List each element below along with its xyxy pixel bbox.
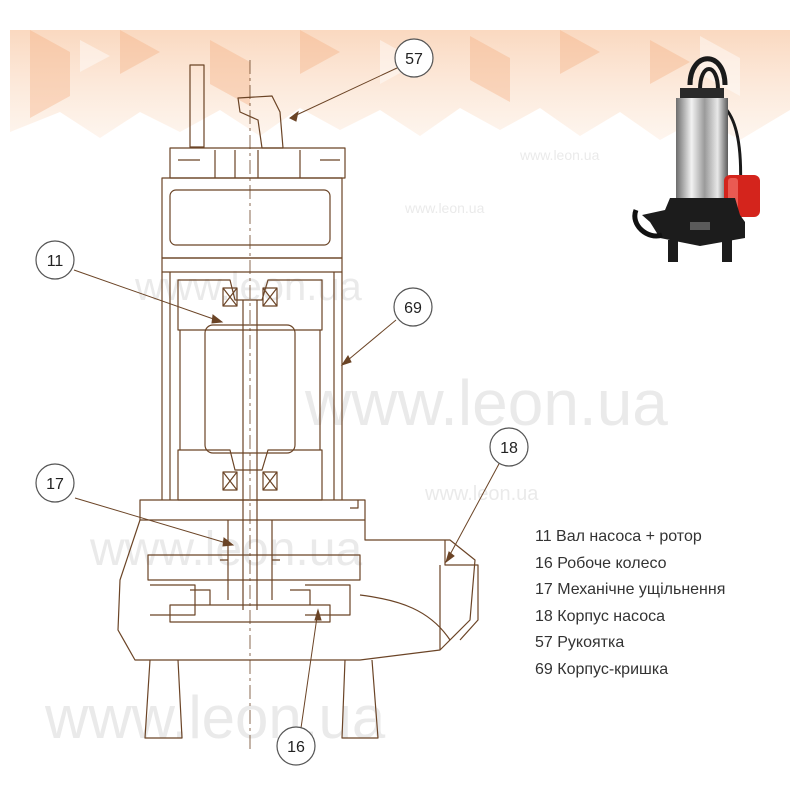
watermark-text: www.leon.ua [519,147,600,163]
callout-number: 18 [500,440,518,457]
callout-number: 69 [404,300,422,317]
callout-number: 17 [46,476,64,493]
callout-number: 16 [287,739,305,756]
parts-legend: 11 Вал насоса + ротор 16 Робоче колесо 1… [535,524,725,683]
callout-16: 16 [276,726,316,766]
legend-item: 18 Корпус насоса [535,607,665,625]
leader-lines [73,67,501,736]
watermarks: www.leon.ua www.leon.ua www.leon.ua www.… [44,147,668,751]
callout-11: 11 [35,240,75,280]
watermark-text: www.leon.ua [304,367,668,439]
watermark-text: www.leon.ua [89,523,362,576]
legend-item: 11 Вал насоса + ротор [535,528,702,545]
callout-18: 18 [489,427,529,467]
pump-cross-section [117,64,479,739]
legend-item: 17 Механічне ущільнення [535,581,726,598]
legend-item: 57 Рукоятка [535,634,625,651]
callout-17: 17 [35,463,75,503]
watermark-text: www.leon.ua [404,200,485,216]
pump-product-photo [632,56,760,262]
callout-number: 11 [47,253,64,270]
legend-item: 16 Робоче колесо [535,554,667,572]
legend-item: 69 Корпус-кришка [535,660,669,678]
watermark-text: www.leon.ua [44,684,386,751]
callout-69: 69 [393,287,433,327]
callout-57: 57 [394,38,434,78]
watermark-text: www.leon.ua [424,483,539,505]
callout-number: 57 [405,51,423,68]
